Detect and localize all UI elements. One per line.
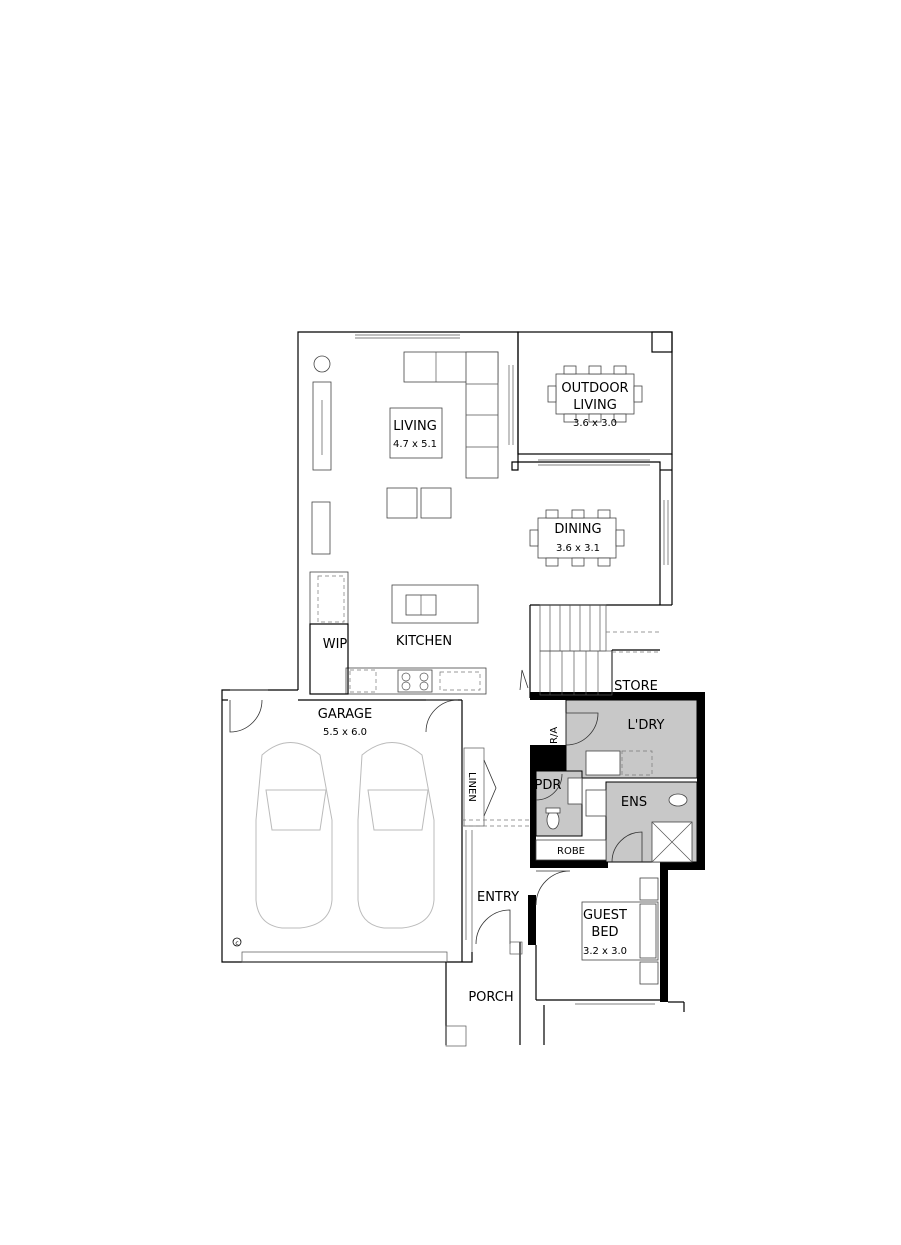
bedside-2 [639,961,659,985]
wip-label: WIP [323,637,348,652]
pdr-door [535,773,563,801]
copyright-circle [232,937,242,947]
dining-label: DINING [554,522,601,537]
car-1 [255,742,333,929]
pdr-label: PDR [535,778,562,793]
outdoor-living-label-1: OUTDOOR [561,381,628,396]
garage-label: GARAGE [318,707,372,722]
cooktop [397,669,433,693]
coffee-table [389,407,443,459]
outdoor-living-label-2: LIVING [573,398,617,413]
wip-room [309,623,349,695]
ens-basin [585,789,607,817]
living-size: 4.7 x 5.1 [393,439,437,450]
pdr-basin [567,777,583,805]
store-label: STORE [614,679,658,694]
laundry-tub [585,750,621,776]
garage-size: 5.5 x 6.0 [323,727,367,738]
garage-internal-door [425,699,459,733]
ens-label: ENS [621,795,647,810]
furniture [255,351,660,985]
room-labels: OUTDOOR LIVING 3.6 x 3.0 LIVING 4.7 x 5.… [232,381,665,1005]
staircase [539,604,660,696]
front-door [475,909,511,945]
outdoor-living-size: 3.6 x 3.0 [573,418,617,429]
fridge-space [309,571,349,625]
copyright-mark: c [235,940,238,947]
guest-bed-label-1: GUEST [583,908,627,923]
store-door [519,669,529,691]
kitchen-label: KITCHEN [396,634,452,649]
wet-areas [535,699,698,863]
dining-table [537,517,617,559]
linen-cupboard [463,747,485,827]
laundry-label: L'DRY [628,718,665,733]
armchair-2 [420,487,452,519]
armchair-1 [386,487,418,519]
living-label: LIVING [393,419,437,434]
ensuite-door [611,831,643,863]
bedroom-door [535,870,571,906]
outdoor-living-slab [517,331,673,455]
laundry-door [565,712,599,746]
thick-walls [528,692,705,1002]
porch-outline [445,830,685,1047]
garage-side-door [229,699,263,733]
dining-size: 3.6 x 3.1 [556,543,600,554]
robe-label: ROBE [557,846,585,857]
entry-label: ENTRY [477,890,519,905]
porch-label: PORCH [468,990,513,1005]
outer-walls [221,331,673,963]
side-cabinet [311,501,331,555]
lamp [313,355,331,373]
pdr-toilet [546,810,560,830]
robe-box [535,839,607,861]
car-2 [357,742,435,929]
linen-label: LINEN [466,772,477,802]
guest-bed-label-2: BED [591,925,618,940]
guest-bed-size: 3.2 x 3.0 [583,946,627,957]
ens-toilet [668,793,688,807]
bedside-1 [639,877,659,901]
ra-label: R/A [549,727,560,744]
linen-doors [483,759,497,817]
doors [229,669,643,945]
